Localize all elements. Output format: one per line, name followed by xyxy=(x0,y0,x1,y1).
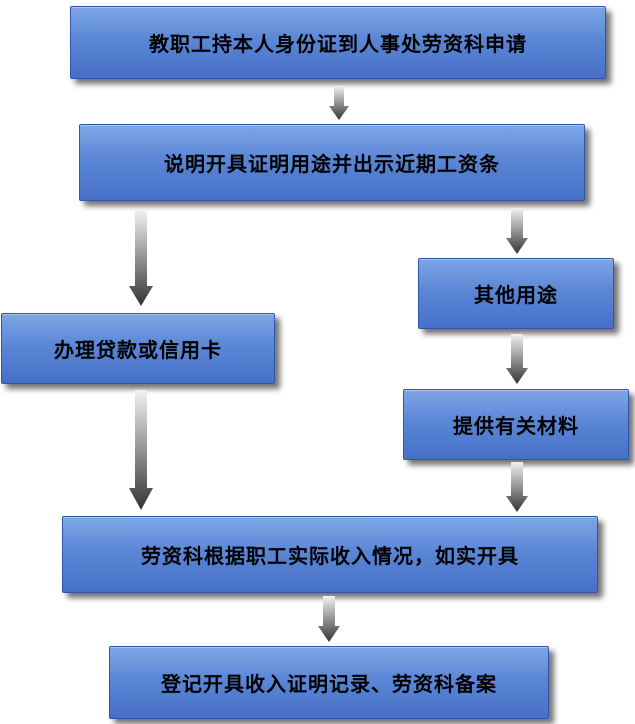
other-use-box: 其他用途 xyxy=(418,258,614,329)
step-explain-purpose-text: 说明开具证明用途并出示近期工资条 xyxy=(164,152,500,176)
arrow-issue-to-record xyxy=(318,596,340,642)
record-filing-box: 登记开具收入证明记录、劳资科备案 xyxy=(109,646,549,719)
issue-certificate-box: 劳资科根据职工实际收入情况，如实开具 xyxy=(62,516,598,593)
step-apply-text: 教职工持本人身份证到人事处劳资科申请 xyxy=(149,32,527,56)
arrow-materials-to-issue xyxy=(506,462,528,512)
loan-credit-card-text: 办理贷款或信用卡 xyxy=(54,338,222,362)
arrow-explain-to-other-use xyxy=(506,208,528,254)
issue-certificate-text: 劳资科根据职工实际收入情况，如实开具 xyxy=(141,544,519,568)
loan-credit-card-box: 办理贷款或信用卡 xyxy=(1,313,275,384)
provide-materials-text: 提供有关材料 xyxy=(453,414,579,438)
step-explain-purpose-box: 说明开具证明用途并出示近期工资条 xyxy=(79,124,585,201)
arrow-other-use-to-materials xyxy=(506,334,528,384)
record-filing-text: 登记开具收入证明记录、劳资科备案 xyxy=(161,672,497,696)
arrow-loan-to-issue xyxy=(129,390,153,510)
other-use-text: 其他用途 xyxy=(474,283,558,307)
step-apply-box: 教职工持本人身份证到人事处劳资科申请 xyxy=(70,6,606,79)
arrow-explain-to-loan xyxy=(129,210,153,306)
arrow-apply-to-explain xyxy=(329,86,349,120)
provide-materials-box: 提供有关材料 xyxy=(403,389,629,460)
